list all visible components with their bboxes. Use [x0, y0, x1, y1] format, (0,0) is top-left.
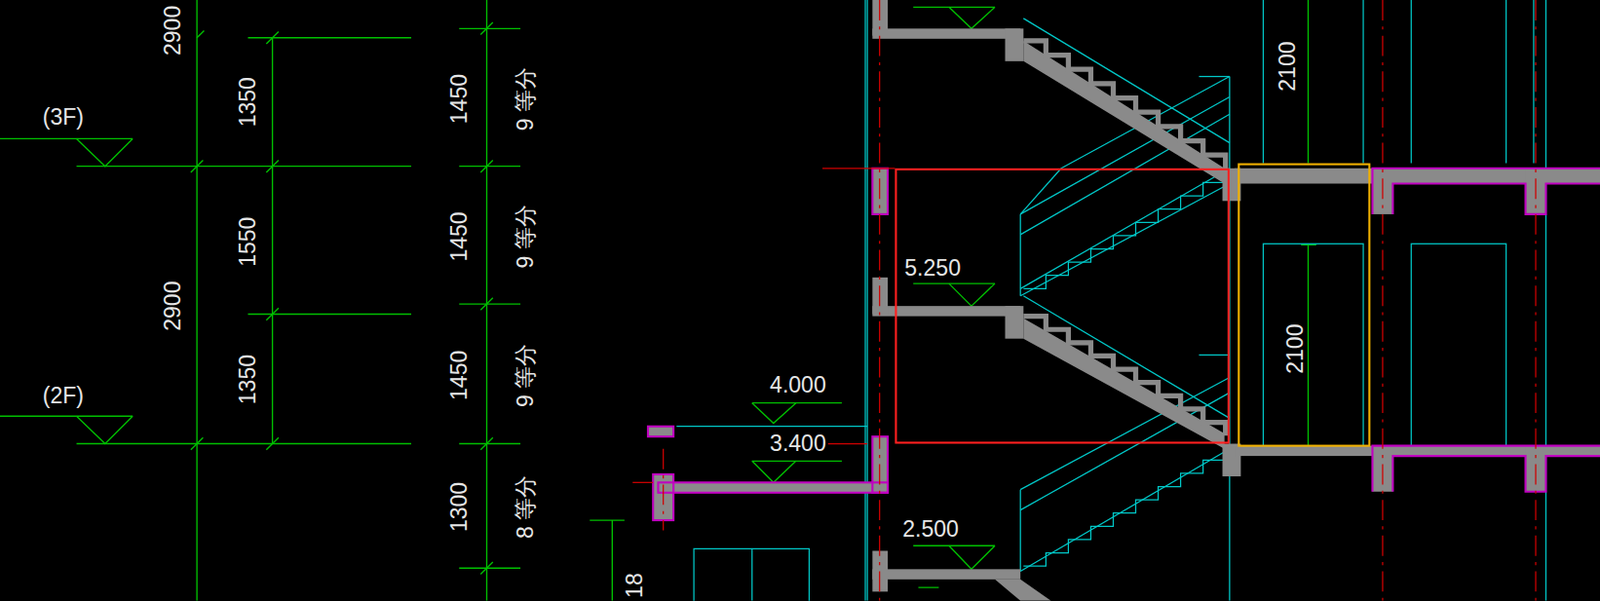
division-note: 9 等分 — [514, 67, 537, 131]
dimension-text: 1300 — [448, 482, 471, 533]
level-mark: 4.000 — [767, 374, 829, 397]
level-mark: 3.400 — [767, 432, 829, 456]
division-note: 9 等分 — [514, 343, 537, 408]
level-mark: 2.500 — [900, 518, 961, 541]
floor-tag: (2F) — [40, 384, 86, 408]
dimension-text: 2900 — [162, 5, 186, 56]
stair-steps — [1023, 447, 1225, 568]
division-note: 8 等分 — [514, 475, 537, 539]
stair-steps — [1023, 40, 1225, 170]
highlight-box: 5.250 — [894, 168, 1229, 445]
highlight-box: 2100 — [1237, 163, 1371, 448]
dimension-text: 2100 — [1284, 324, 1307, 375]
stair-steps — [1023, 316, 1225, 437]
dimension-text: 1450 — [448, 350, 471, 401]
dimension-text: 1450 — [448, 74, 471, 124]
floor-tag: (3F) — [40, 106, 86, 129]
dimension-text: 1450 — [448, 211, 471, 262]
dimension-text: 1550 — [236, 217, 260, 267]
dimension-text: 2900 — [162, 281, 186, 332]
dimension-text: 1350 — [236, 76, 260, 127]
stair-steps — [1023, 169, 1225, 290]
dimension-text: 1350 — [236, 354, 260, 405]
level-mark: 5.250 — [904, 257, 961, 280]
dimension-text: 18 — [623, 572, 647, 599]
division-note: 9 等分 — [514, 204, 537, 268]
dimension-text: 2100 — [1276, 40, 1299, 91]
